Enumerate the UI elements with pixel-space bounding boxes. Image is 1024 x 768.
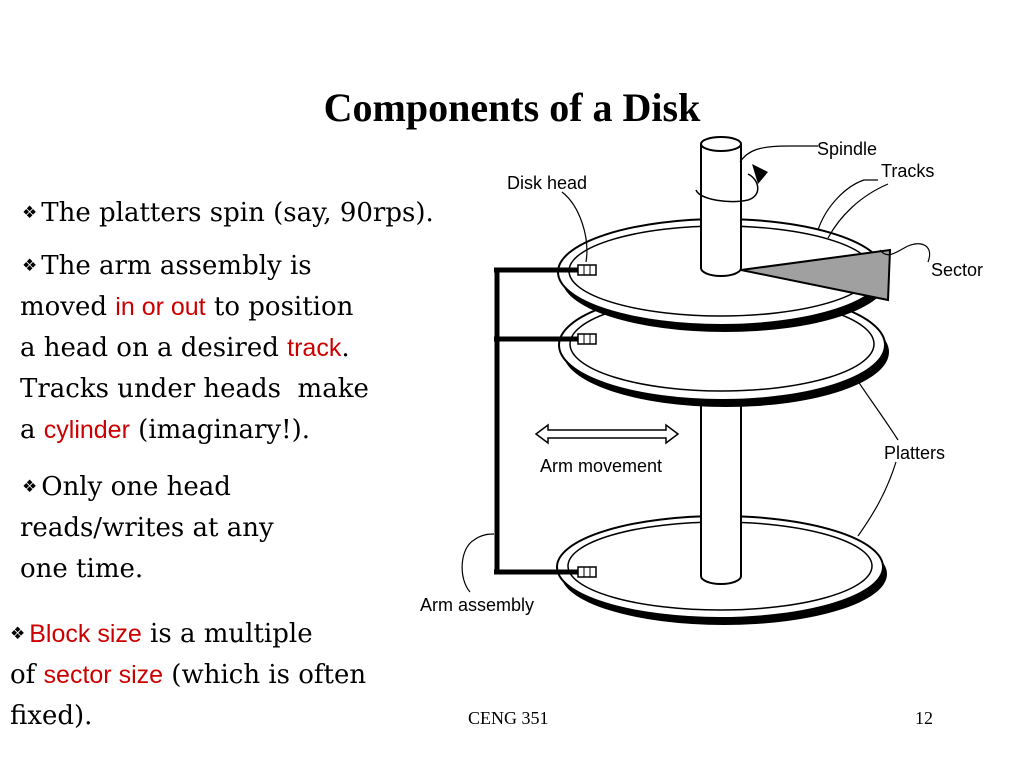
arm-assembly	[494, 267, 578, 575]
keyword-in-or-out: in or out	[115, 293, 206, 321]
text: Only one head	[41, 472, 231, 502]
bullet-diamond-icon: ❖	[22, 477, 38, 497]
text: is a multiple	[141, 619, 313, 649]
text: of	[10, 660, 44, 690]
text: a head on a desired	[20, 333, 288, 363]
bullet-line: ❖Only one head	[20, 467, 274, 508]
bullet-text: The platters spin (say, 90rps).	[41, 198, 434, 228]
arm-movement-arrow-icon	[534, 423, 680, 445]
bullet-diamond-icon: ❖	[22, 256, 38, 276]
callout-lines	[461, 145, 931, 593]
label-arm-movement: Arm movement	[540, 456, 662, 476]
footer-page-number: 12	[915, 708, 933, 728]
disk-head-middle	[577, 333, 597, 345]
bullet-block-size: ❖Block size is a multiple of sector size…	[10, 614, 366, 737]
slide-title: Components of a Disk	[323, 85, 701, 130]
bullet-arm-assembly: ❖The arm assembly is moved in or out to …	[20, 246, 369, 451]
label-disk-head: Disk head	[507, 173, 587, 193]
disk-head-bottom	[577, 566, 597, 578]
spindle-upper	[700, 136, 742, 277]
keyword-track: track	[287, 334, 342, 362]
bullet-line: fixed).	[10, 696, 366, 737]
text: moved	[20, 292, 116, 322]
bullet-one-head: ❖Only one head reads/writes at any one t…	[20, 467, 274, 590]
keyword-sector-size: sector size	[43, 661, 164, 689]
label-platters: Platters	[884, 443, 945, 463]
text: Tracks under heads make	[20, 374, 369, 404]
bullet-line: reads/writes at any	[20, 508, 274, 549]
text: (imaginary!).	[129, 415, 310, 445]
label-tracks: Tracks	[881, 161, 934, 181]
bullet-line: one time.	[20, 549, 274, 590]
label-spindle: Spindle	[817, 139, 877, 159]
bullet-line: Tracks under heads make	[20, 369, 369, 410]
text: a	[20, 415, 44, 445]
keyword-block-size: Block size	[29, 620, 142, 648]
bullet-line: moved in or out to position	[20, 287, 369, 328]
text: fixed).	[10, 701, 93, 731]
footer-course: CENG 351	[468, 708, 549, 728]
label-sector: Sector	[931, 260, 983, 280]
text: one time.	[20, 554, 144, 584]
bullet-diamond-icon: ❖	[10, 624, 26, 644]
disk-head-top	[577, 264, 597, 276]
sector-wedge	[740, 248, 892, 302]
text: to position	[205, 292, 354, 322]
bullet-line: ❖Block size is a multiple	[10, 614, 366, 655]
bullet-diamond-icon: ❖	[22, 203, 38, 223]
text: (which is often	[163, 660, 367, 690]
bullet-line: ❖The arm assembly is	[20, 246, 369, 287]
keyword-cylinder: cylinder	[43, 416, 130, 444]
bullet-text: The arm assembly is	[41, 251, 312, 281]
bullet-line: a head on a desired track.	[20, 328, 369, 369]
rotation-arrow-icon	[695, 164, 768, 203]
label-arm-assembly: Arm assembly	[420, 595, 534, 615]
bullet-line: of sector size (which is often	[10, 655, 366, 696]
bullet-line: a cylinder (imaginary!).	[20, 410, 369, 451]
spindle-lower	[700, 394, 742, 585]
bullet-platters-spin: ❖The platters spin (say, 90rps).	[22, 193, 434, 234]
text: .	[341, 333, 350, 363]
text: reads/writes at any	[20, 513, 274, 543]
